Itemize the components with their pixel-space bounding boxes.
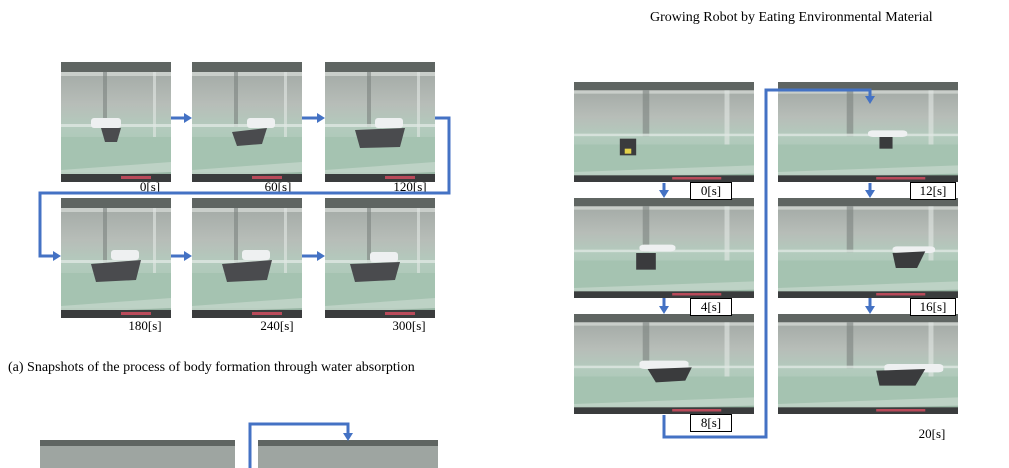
snapshot-b-1: [574, 82, 754, 182]
time-label: 4[s]: [690, 298, 732, 316]
snapshot-a-5: [192, 198, 302, 318]
snapshot-b-2: [574, 198, 754, 298]
flow-arrows: [248, 422, 353, 468]
snapshot-a-2: [192, 62, 302, 182]
time-label: 12[s]: [910, 182, 956, 200]
snapshot-b-3: [574, 314, 754, 414]
snapshot-b-5: [778, 198, 958, 298]
time-label: 20[s]: [918, 426, 946, 441]
snapshot-b-6: [778, 314, 958, 414]
flow-arrows: [38, 113, 451, 261]
time-label: 0[s]: [690, 182, 732, 200]
snapshot-a-1: [61, 62, 171, 182]
snapshot-c-1: [40, 440, 235, 468]
time-label: 8[s]: [690, 414, 732, 432]
time-label: 300[s]: [392, 318, 426, 333]
time-label: 240[s]: [260, 318, 294, 333]
time-label: 60[s]: [264, 179, 292, 194]
running-header: Growing Robot by Eating Environmental Ma…: [650, 10, 933, 25]
figure-a-caption: (a) Snapshots of the process of body for…: [8, 360, 415, 375]
flow-arrows: [659, 88, 875, 439]
snapshot-a-4: [61, 198, 171, 318]
time-label: 120[s]: [393, 179, 427, 194]
time-label: 0[s]: [139, 179, 161, 194]
snapshot-a-6: [325, 198, 435, 318]
snapshot-b-4: [778, 82, 958, 182]
snapshot-c-2: [258, 440, 438, 468]
time-label: 180[s]: [128, 318, 162, 333]
snapshot-a-3: [325, 62, 435, 182]
time-label: 16[s]: [910, 298, 956, 316]
